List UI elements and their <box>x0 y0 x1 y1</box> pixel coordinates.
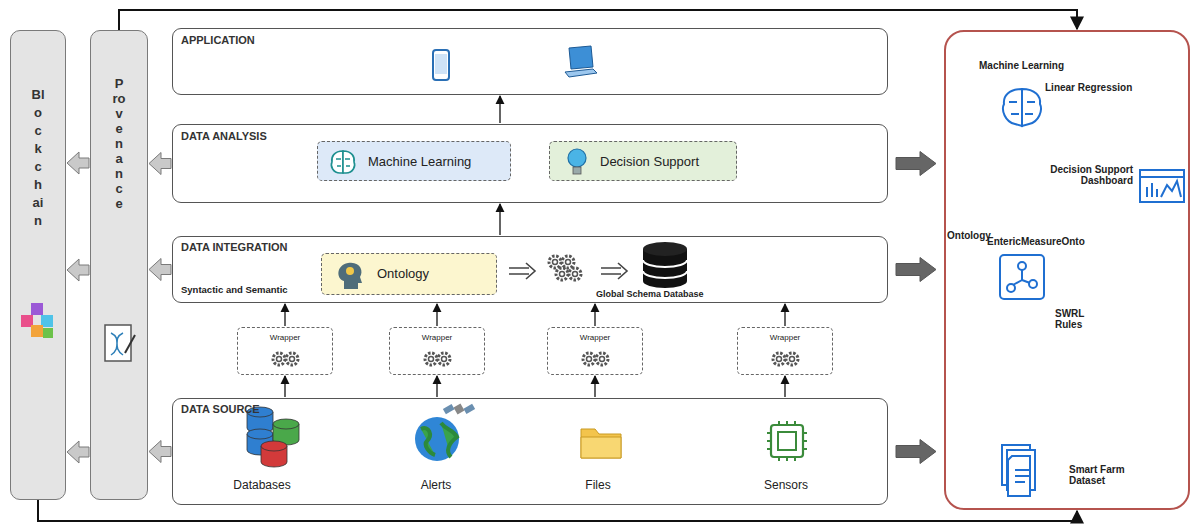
process-box: Ontology <box>321 253 497 295</box>
dashboard-node: Decision Support Dashboard <box>1137 167 1187 205</box>
gears-icon <box>422 348 454 370</box>
node-label: SWRL Rules <box>1055 308 1095 330</box>
wrapper-box: Wrapper <box>547 327 643 375</box>
icon-caption: Databases <box>233 478 290 492</box>
connector <box>784 304 785 326</box>
node-label: Wrapper <box>238 333 332 342</box>
layer-heading: DATA SOURCE <box>181 403 260 415</box>
data-analysis-layer: DATA ANALYSIS Machine Learning Decision Su… <box>172 124 888 203</box>
node-label: Decision Support <box>600 154 699 169</box>
database-icon <box>641 241 689 291</box>
wrapper-box: Wrapper <box>737 327 833 375</box>
phone-icon <box>431 49 451 81</box>
gears-icon <box>270 348 302 370</box>
node-label: EntericMeasureOnto <box>987 236 1085 247</box>
node-label: Machine Learning <box>368 154 471 169</box>
connector <box>594 304 595 326</box>
node-label: Ontology <box>947 230 991 241</box>
node-label: Ontology <box>377 266 429 281</box>
wrapper-box: Wrapper <box>389 327 485 375</box>
block-arrow <box>896 152 936 176</box>
icon-caption: Alerts <box>421 478 452 492</box>
connector <box>119 10 1077 30</box>
ml-node: Machine LearningLinear Regression <box>997 84 1047 132</box>
dataset-icon <box>1001 444 1041 500</box>
node-label: Linear Regression <box>1045 82 1132 93</box>
block-arrow <box>896 440 936 464</box>
connector <box>499 204 500 235</box>
double-arrow <box>509 261 537 281</box>
block-arrow <box>67 441 89 463</box>
satellite-icon <box>445 397 475 421</box>
application-layer: APPLICATION <box>172 28 888 95</box>
block-arrow <box>67 259 89 281</box>
block-arrow <box>149 259 171 281</box>
connector <box>284 376 285 397</box>
data-integration-layer: DATA INTEGRATION Syntactic and Semantic On… <box>172 236 888 303</box>
process-box: Machine Learning <box>317 141 511 181</box>
ontology-icon <box>999 254 1045 300</box>
wrapper-box: Wrapper <box>237 327 333 375</box>
connector <box>436 376 437 397</box>
node-label: Blockchain <box>32 86 45 230</box>
layer-heading: DATA ANALYSIS <box>181 130 267 142</box>
double-arrow <box>601 261 629 281</box>
brain-icon <box>328 148 358 176</box>
node-label: Wrapper <box>738 333 832 342</box>
node-label: Wrapper <box>548 333 642 342</box>
ontology-head-icon <box>334 259 366 291</box>
layer-heading: APPLICATION <box>181 34 255 46</box>
connector <box>436 304 437 326</box>
provenance-icon <box>103 323 137 365</box>
brain-network-icon <box>999 86 1045 130</box>
connector <box>499 96 500 123</box>
block-arrow <box>896 258 936 282</box>
connector <box>594 376 595 397</box>
node-label: Wrapper <box>390 333 484 342</box>
gears-icon <box>770 348 802 370</box>
node-label: Smart Farm Dataset <box>1069 464 1141 486</box>
layer-heading: DATA INTEGRATION <box>181 241 288 253</box>
result-panel: Machine LearningLinear RegressionDecisio… <box>944 30 1190 510</box>
block-arrow <box>149 441 171 463</box>
icon-caption: Sensors <box>764 478 808 492</box>
laptop-icon <box>563 45 599 79</box>
dashboard-icon <box>1139 169 1185 203</box>
node-label: Decision Support Dashboard <box>1033 164 1133 186</box>
node-label: Syntactic and Semantic <box>181 284 288 295</box>
bulb-icon <box>564 147 590 177</box>
connector <box>284 304 285 326</box>
node-label: Machine Learning <box>979 60 1064 71</box>
gears-icon <box>553 263 585 285</box>
provenance-band: Provenance <box>90 30 148 500</box>
block-arrow <box>67 152 89 174</box>
dataset-node: Smart Farm Dataset <box>999 442 1043 502</box>
chip-icon <box>767 421 807 461</box>
ontology-node: OntologyEntericMeasureOntoSWRL Rules <box>997 252 1047 302</box>
gears-icon <box>580 348 612 370</box>
process-box: Decision Support <box>549 141 737 181</box>
icon-caption: Global Schema Database <box>596 289 704 299</box>
connector <box>784 376 785 397</box>
node-label: Provenance <box>113 76 126 211</box>
blocks-icon <box>19 301 59 341</box>
folder-icon <box>579 421 623 461</box>
icon-caption: Files <box>585 478 610 492</box>
blockchain-band: Blockchain <box>10 30 66 500</box>
block-arrow <box>149 153 171 175</box>
globe-icon <box>413 415 461 463</box>
